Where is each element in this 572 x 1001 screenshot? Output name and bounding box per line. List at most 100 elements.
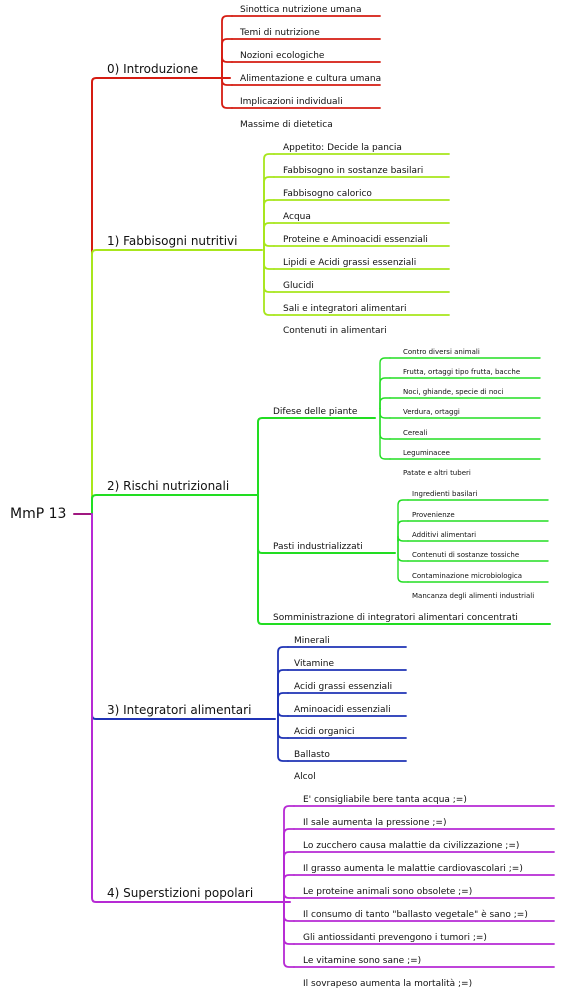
leaf-connector xyxy=(283,885,295,945)
leaf-difese: Verdura, ortaggi xyxy=(403,408,460,416)
leaf-connector xyxy=(263,176,275,236)
leaf-connector xyxy=(277,703,289,762)
leaf-integratori: Minerali xyxy=(294,636,330,646)
sub-connector xyxy=(257,494,267,625)
leaf-superstizioni: Le vitamine sono sane ;=) xyxy=(303,956,422,966)
sub-connector xyxy=(257,494,267,554)
sub-somministrazione: Somministrazione di integratori alimenta… xyxy=(273,613,518,623)
leaf-introduzione: Temi di nutrizione xyxy=(240,28,320,38)
leaf-integratori: Ballasto xyxy=(294,750,330,760)
leaf-connector xyxy=(397,499,409,542)
leaf-introduzione: Sinottica nutrizione umana xyxy=(240,5,362,15)
leaf-connector xyxy=(283,885,295,968)
leaf-connector xyxy=(397,520,409,542)
leaf-superstizioni: Il consumo di tanto "ballasto vegetale" … xyxy=(303,910,528,920)
branch-integratori-alimentari: 3) Integratori alimentari xyxy=(107,703,252,717)
leaf-connector xyxy=(283,805,295,888)
leaf-superstizioni: E' consigliabile bere tanta acqua ;=) xyxy=(303,795,467,805)
leaf-connector xyxy=(263,222,275,236)
leaf-connector xyxy=(221,61,233,109)
leaf-pasti: Contenuti di sostanze tossiche xyxy=(412,551,520,559)
leaf-superstizioni: Gli antiossidanti prevengono i tumori ;=… xyxy=(303,933,487,943)
leaf-introduzione: Implicazioni individuali xyxy=(240,97,343,107)
leaf-difese: Patate e altri tuberi xyxy=(403,469,471,477)
leaf-connector xyxy=(263,233,275,247)
leaf-superstizioni: Il sale aumenta la pressione ;=) xyxy=(303,818,447,828)
leaf-connector xyxy=(221,38,233,63)
leaf-connector xyxy=(397,535,409,542)
sub-difese-piante: Difese delle piante xyxy=(273,407,358,417)
leaf-pasti: Contaminazione microbiologica xyxy=(412,572,523,580)
leaf-connector xyxy=(277,692,289,705)
leaf-fabbisogni: Appetito: Decide la pancia xyxy=(283,143,402,153)
leaf-fabbisogni: Acqua xyxy=(283,212,311,222)
leaf-connector xyxy=(379,407,391,419)
leaf-connector xyxy=(221,56,233,63)
leaf-integratori: Acidi grassi essenziali xyxy=(294,682,393,692)
branch-rischi-nutrizionali: 2) Rischi nutrizionali xyxy=(107,479,230,493)
leaf-connector xyxy=(277,646,289,705)
leaf-superstizioni: Lo zucchero causa malattie da civilizzaz… xyxy=(303,841,520,851)
branch-connector xyxy=(91,77,101,515)
leaf-pasti: Ingredienti basilari xyxy=(412,490,478,498)
leaf-fabbisogni: Sali e integratori alimentari xyxy=(283,304,407,314)
leaf-connector xyxy=(277,703,289,739)
leaf-connector xyxy=(379,377,391,410)
leaf-connector xyxy=(263,199,275,236)
leaf-connector xyxy=(263,233,275,316)
branch-superstizioni-popolari: 4) Superstizioni popolari xyxy=(107,886,254,900)
root-node-label: MmP 13 xyxy=(10,506,67,522)
leaf-integratori: Alcol xyxy=(294,772,316,782)
branch-connector xyxy=(91,513,101,720)
leaf-superstizioni: Le proteine animali sono obsolete ;=) xyxy=(303,887,473,897)
leaf-integratori: Vitamine xyxy=(294,659,335,669)
leaf-fabbisogni: Fabbisogno in sostanze basilari xyxy=(283,166,424,176)
leaf-connector xyxy=(283,851,295,888)
leaf-connector xyxy=(283,874,295,888)
leaf-difese: Cereali xyxy=(403,429,428,437)
leaf-connector xyxy=(263,233,275,293)
leaf-connector xyxy=(277,669,289,705)
leaf-connector xyxy=(221,61,233,86)
branch-introduzione: 0) Introduzione xyxy=(107,62,199,76)
leaf-pasti: Provenienze xyxy=(412,511,455,519)
branch-fabbisogni-nutritivi: 1) Fabbisogni nutritivi xyxy=(107,234,238,248)
leaf-superstizioni: Il grasso aumenta le malattie cardiovasc… xyxy=(303,864,523,874)
leaf-fabbisogni: Fabbisogno calorico xyxy=(283,189,372,199)
leaf-connector xyxy=(277,703,289,717)
leaf-connector xyxy=(283,885,295,922)
leaf-connector xyxy=(379,407,391,460)
leaf-connector xyxy=(397,540,409,583)
leaf-connector xyxy=(397,540,409,562)
leaf-difese: Noci, ghiande, specie di noci xyxy=(403,388,504,396)
leaf-difese: Frutta, ortaggi tipo frutta, bacche xyxy=(403,368,521,376)
leaf-pasti: Mancanza degli alimenti industriali xyxy=(412,592,535,600)
leaf-connector xyxy=(263,233,275,270)
leaf-integratori: Aminoacidi essenziali xyxy=(294,705,391,715)
leaf-connector xyxy=(283,828,295,888)
sub-pasti-industrializzati: Pasti industrializzati xyxy=(273,542,363,552)
leaf-introduzione: Alimentazione e cultura umana xyxy=(240,74,382,84)
leaf-fabbisogni: Contenuti in alimentari xyxy=(283,326,387,336)
leaf-pasti: Additivi alimentari xyxy=(412,531,477,539)
leaf-connector xyxy=(263,153,275,236)
sub-connector xyxy=(257,417,267,496)
leaf-introduzione: Massime di dietetica xyxy=(240,120,333,130)
leaf-fabbisogni: Proteine e Aminoacidi essenziali xyxy=(283,235,428,245)
leaf-fabbisogni: Glucidi xyxy=(283,281,314,291)
leaf-integratori: Acidi organici xyxy=(294,727,355,737)
leaf-introduzione: Nozioni ecologiche xyxy=(240,51,325,61)
leaf-connector xyxy=(379,407,391,440)
leaf-superstizioni: Il sovrapeso aumenta la mortalità ;=) xyxy=(303,979,473,989)
leaf-difese: Leguminacee xyxy=(403,449,450,457)
leaf-connector xyxy=(379,357,391,410)
leaf-connector xyxy=(283,885,295,899)
branch-connector xyxy=(91,513,101,903)
leaf-fabbisogni: Lipidi e Acidi grassi essenziali xyxy=(283,258,417,268)
leaf-connector xyxy=(221,15,233,63)
leaf-difese: Contro diversi animali xyxy=(403,348,480,356)
leaf-connector xyxy=(379,397,391,410)
branch-connector xyxy=(91,249,101,515)
